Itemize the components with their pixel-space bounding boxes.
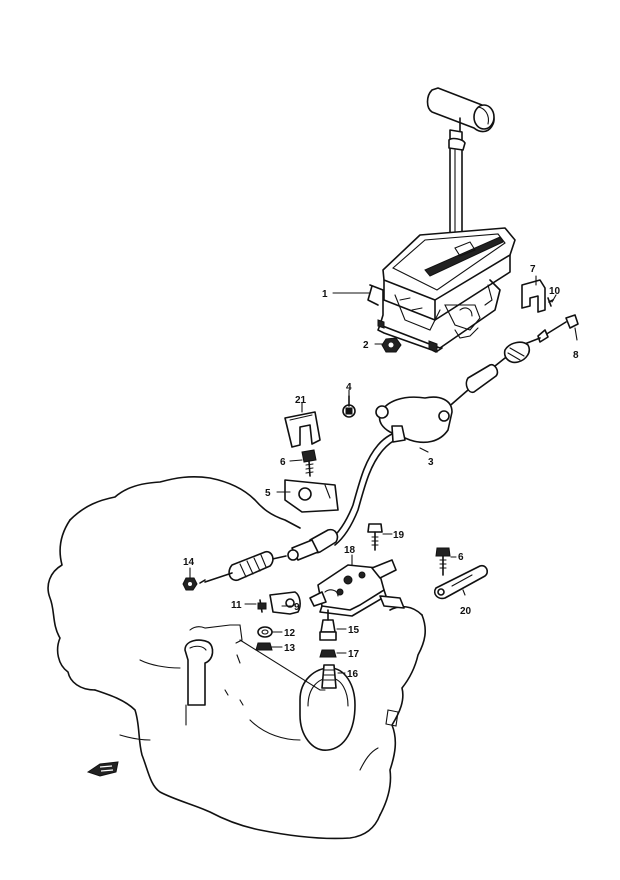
bolt-6-lower (435, 547, 451, 576)
lever-9 (259, 591, 301, 615)
callout-1: 1 (322, 289, 328, 300)
fitting-16 (321, 664, 337, 689)
washer-12 (257, 626, 273, 638)
front-arrow-icon (86, 761, 119, 777)
nut-17 (319, 649, 337, 658)
callout-15: 15 (348, 625, 360, 636)
callout-3: 3 (428, 457, 434, 468)
bracket-5 (284, 479, 339, 513)
callout-9: 9 (294, 602, 300, 613)
inhibitor-switch-18 (309, 559, 405, 617)
callout-4: 4 (346, 382, 352, 393)
callout-16: 16 (347, 669, 359, 680)
bolt-6-upper (301, 449, 317, 477)
nut-13 (255, 642, 273, 651)
callouts: 1 2 3 4 5 6 6 7 8 9 10 11 12 13 14 15 16… (183, 264, 579, 680)
callout-11: 11 (231, 600, 242, 611)
fitting-15 (319, 609, 337, 641)
bolt-19 (367, 523, 383, 551)
callout-18: 18 (344, 545, 356, 556)
nut-2 (381, 337, 402, 353)
transmission-housing (47, 475, 427, 840)
callout-10: 10 (549, 286, 561, 297)
callout-17: 17 (348, 649, 360, 660)
callout-14: 14 (183, 557, 195, 568)
nut-14 (182, 577, 198, 591)
callout-13: 13 (284, 643, 296, 654)
callout-6a: 6 (280, 457, 286, 468)
shift-cable (199, 314, 579, 584)
callout-2: 2 (363, 340, 369, 351)
clip-21 (284, 411, 321, 448)
callout-6b: 6 (458, 552, 464, 563)
callout-20: 20 (460, 606, 472, 617)
callout-8: 8 (573, 350, 579, 361)
callout-7: 7 (530, 264, 536, 275)
shift-lever (426, 87, 495, 241)
pin-11 (257, 602, 267, 610)
bracket-20 (433, 564, 488, 600)
shift-console (367, 227, 516, 353)
callout-21: 21 (295, 395, 307, 406)
callout-5: 5 (265, 488, 271, 499)
callout-19: 19 (393, 530, 405, 541)
bolt-4 (342, 395, 356, 418)
callout-12: 12 (284, 628, 296, 639)
leader-lines (189, 275, 578, 691)
clip-7 (521, 279, 546, 313)
